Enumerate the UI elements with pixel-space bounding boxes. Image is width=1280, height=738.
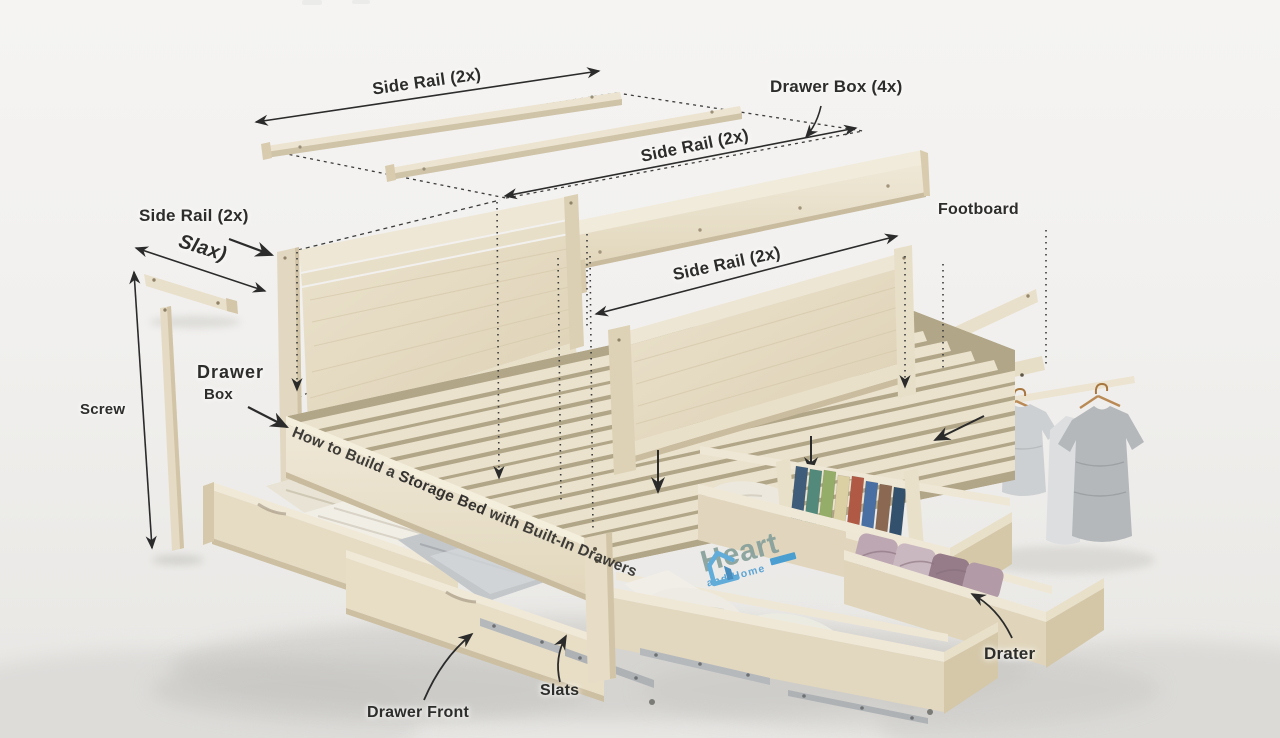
drawer-box-pillows <box>614 570 998 724</box>
floating-side-rails <box>261 92 742 182</box>
callout-arrows <box>129 67 1013 701</box>
label-side-rail-left: Side Rail (2x) <box>139 206 249 225</box>
label-drawer-word: Drawer <box>197 362 265 382</box>
hanger-hook-icon <box>1094 382 1109 395</box>
label-drater: Drater <box>984 644 1036 663</box>
label-drawer-box-4x: Drawer Box (4x) <box>770 77 903 96</box>
drawer-slide-rail <box>640 648 928 724</box>
handle-notch <box>445 590 477 604</box>
screw-post <box>160 306 184 551</box>
watermark-logo: Heart and Home <box>694 526 799 591</box>
tshirt <box>1058 406 1144 542</box>
top-edge-artifact <box>302 0 322 5</box>
books <box>789 465 907 548</box>
bed-side-rail-front <box>286 416 600 606</box>
drawer-box-clothes <box>844 530 1104 668</box>
label-slats: Slats <box>540 682 580 699</box>
top-edge-artifact <box>352 0 370 4</box>
label-footboard: Footboard <box>938 201 1019 218</box>
house-icon <box>706 550 740 587</box>
dotted-guides <box>291 201 1047 532</box>
short-slat-piece <box>144 274 238 314</box>
handle-notch <box>257 502 287 516</box>
label-screw: Screw <box>80 401 126 418</box>
corner-post <box>584 532 616 684</box>
label-drawer-front: Drawer Front <box>367 704 469 721</box>
label-box-word: Box <box>204 386 233 403</box>
